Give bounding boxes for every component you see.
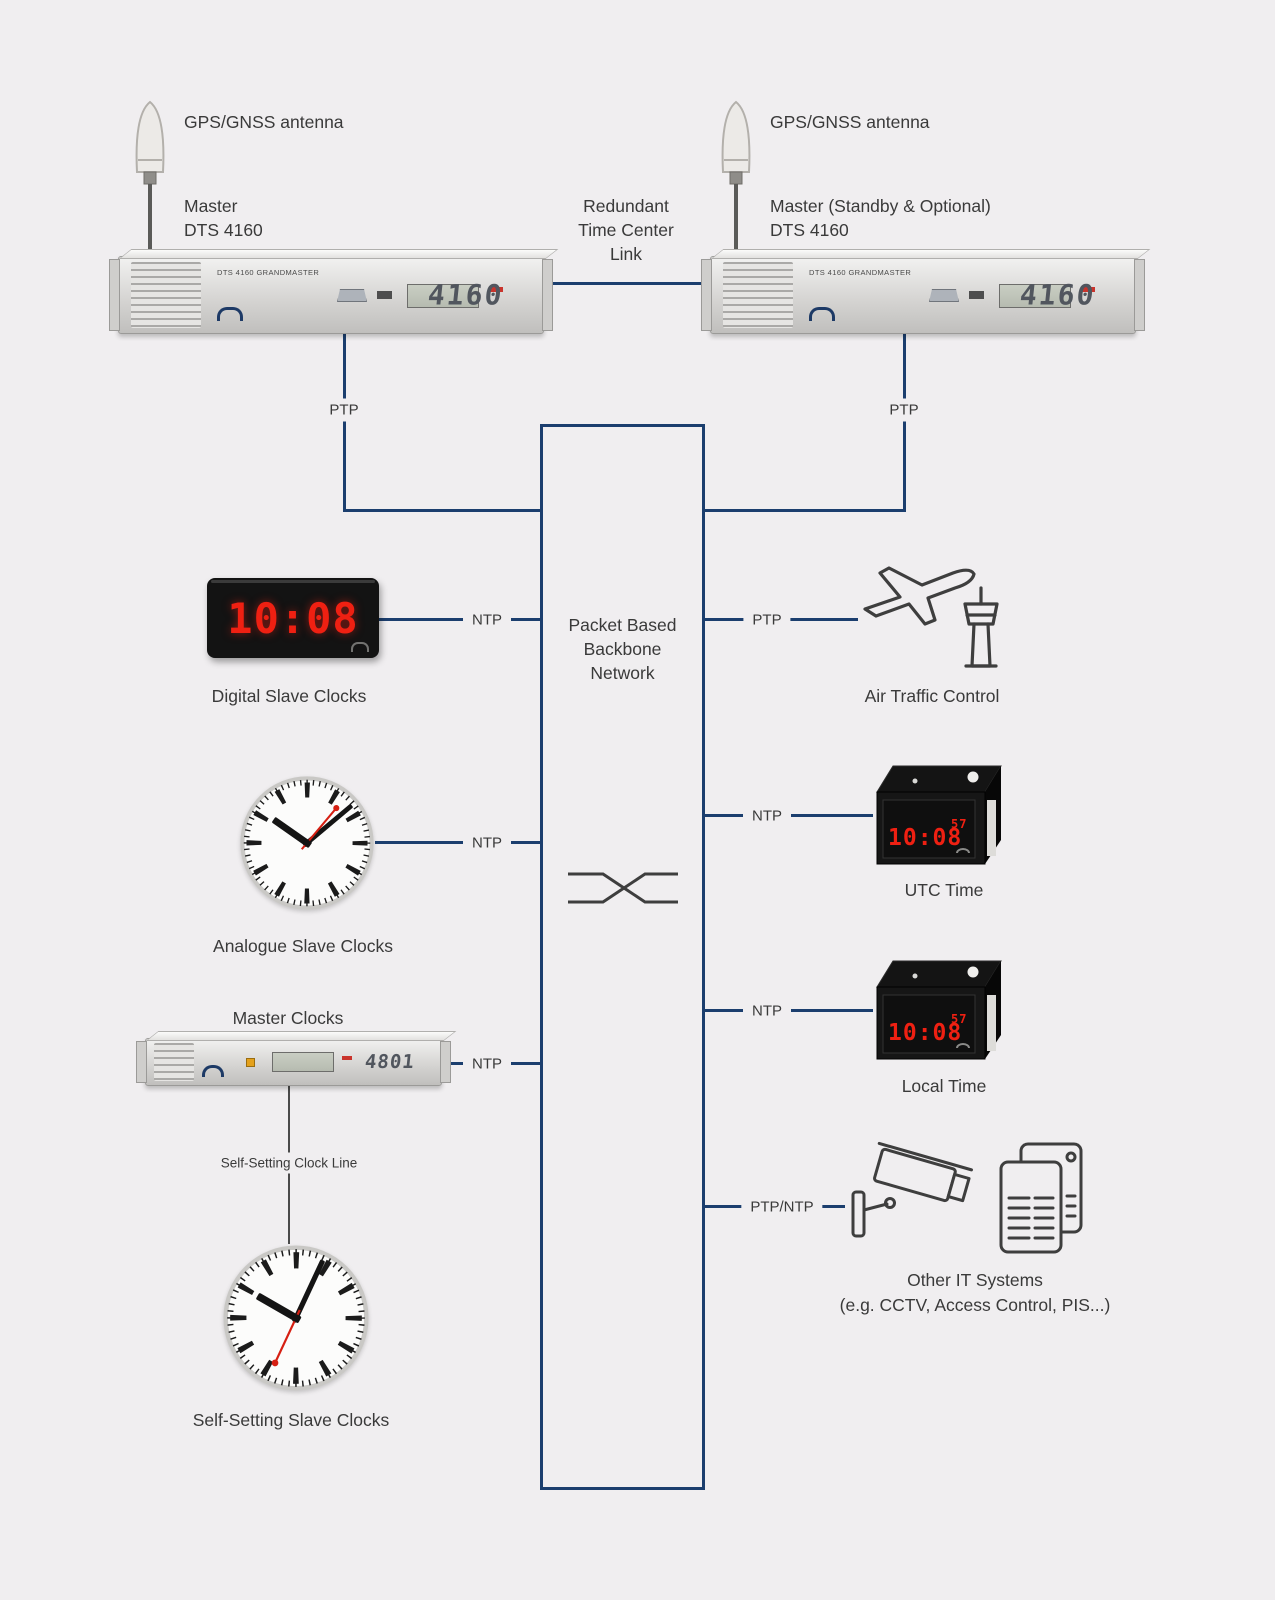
master-dts4160-left: DTS 4160 GRANDMASTER 4160 [109,256,553,334]
local-time-label: Local Time [901,1076,987,1096]
digital-slave-clock: 10:08 [207,578,379,658]
brand-logo-icon [956,1043,970,1049]
panel-clock-seconds: 57 [951,817,967,831]
rack-ear [701,259,712,331]
backbone-label: Packet Based Backbone Network [568,615,677,683]
connector-line [375,841,540,844]
analogue-clock-icon [240,776,374,910]
digital-clock-time: 10:08 [227,593,359,643]
master-clocks-label: Master Clocks [232,1008,344,1028]
air-traffic-control-label: Air Traffic Control [864,686,1000,706]
self-setting-slave-clocks-label: Self-Setting Slave Clocks [192,1410,390,1430]
air-traffic-control-icons [863,566,999,668]
it-systems-icons [851,1141,1083,1254]
connector-line [705,509,906,512]
analogue-clock-icon [223,1245,369,1391]
lcd-display [407,284,479,308]
panel-clock-time: 10:08 [888,825,962,851]
ntp-label-digital: NTP [463,608,511,632]
connector-line [379,618,540,621]
utc-time-display: 10:08 57 [876,765,1002,865]
rack-ear [1134,259,1145,331]
rack-vents [723,262,793,328]
brand-logo-icon [217,307,243,321]
master-left-label: Master DTS 4160 [184,196,263,240]
gps-antenna-label-right: GPS/GNSS antenna [770,112,930,132]
ntp-label-analogue: NTP [463,831,511,855]
redundant-link-label: Redundant Time Center Link [578,196,674,264]
ntp-label-master-clocks: NTP [463,1052,511,1076]
rack-ear [136,1041,147,1083]
analogue-slave-clocks-label: Analogue Slave Clocks [213,936,393,956]
utc-time-label: UTC Time [904,880,984,900]
backbone-network-box: Packet Based Backbone Network [540,424,705,1490]
gps-antenna-icon [721,100,751,260]
rack-vents [154,1043,194,1081]
rack-panel-text: DTS 4160 GRANDMASTER [217,268,320,277]
vga-port [337,289,367,302]
segment-display: 4801 [364,1051,417,1073]
usb-port [377,291,392,299]
red-accent [1081,287,1095,292]
connector-line [542,282,710,285]
control-tower-icon [963,602,999,626]
rack-vents [131,262,201,328]
digital-slave-clocks-label: Digital Slave Clocks [211,686,367,706]
segment-display: 4160 [425,278,505,312]
rack-ear [109,259,120,331]
panel-clock-time: 10:08 [888,1020,962,1046]
ptp-ntp-label-it: PTP/NTP [741,1195,823,1219]
panel-clock-seconds: 57 [951,1012,967,1026]
airplane-icon [863,566,976,626]
red-accent [342,1056,352,1060]
red-accent [489,287,503,292]
master-right-label: Master (Standby & Optional) DTS 4160 [770,196,991,240]
other-it-systems-sublabel: (e.g. CCTV, Access Control, PIS...) [839,1295,1111,1315]
server-icon [999,1142,1083,1254]
rack-ear [542,259,553,331]
vga-port [929,289,959,302]
ntp-label-local: NTP [743,999,791,1023]
self-setting-slave-clock [222,1244,370,1392]
status-led [246,1058,255,1067]
ntp-label-utc: NTP [743,804,791,828]
gps-antenna-icon [135,100,165,260]
other-it-systems-label: Other IT Systems [907,1270,1043,1290]
connector-line [343,332,346,512]
connector-line [903,332,906,512]
local-time-display: 10:08 57 [876,960,1002,1060]
brand-logo-icon [809,307,835,321]
cctv-camera-icon [851,1141,974,1238]
self-setting-clock-line-label: Self-Setting Clock Line [213,1152,365,1174]
brand-logo-icon [956,848,970,854]
lcd-display [999,284,1071,308]
gps-antenna-label-left: GPS/GNSS antenna [184,112,344,132]
rack-ear [440,1041,451,1083]
segment-display: 4160 [1017,278,1097,312]
master-dts4160-right: DTS 4160 GRANDMASTER 4160 [701,256,1145,334]
usb-port [969,291,984,299]
ptp-label-atc: PTP [743,608,791,632]
brand-logo-icon [351,642,369,652]
ptp-label-master-right: PTP [880,398,928,422]
network-switch-icon [567,872,678,904]
ptp-label-master-left: PTP [320,398,368,422]
rack-panel-text: DTS 4160 GRANDMASTER [809,268,912,277]
lcd-display [272,1052,334,1072]
analogue-slave-clock [239,775,375,911]
brand-logo-icon [202,1065,224,1077]
master-clock-unit: 4801 [136,1038,451,1086]
connector-line [343,509,540,512]
